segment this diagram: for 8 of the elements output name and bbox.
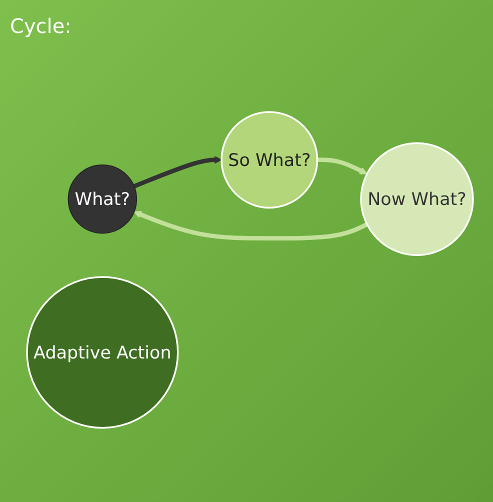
arrow bbox=[133, 156, 222, 188]
node-circle: Adaptive Action bbox=[26, 276, 179, 429]
cycle-label: Cycle: bbox=[10, 14, 72, 38]
node-circle: What? bbox=[68, 164, 138, 234]
arrow bbox=[317, 158, 368, 174]
node-circle: Now What? bbox=[360, 142, 474, 256]
node-circle: So What? bbox=[220, 111, 318, 209]
arrow bbox=[134, 210, 368, 241]
